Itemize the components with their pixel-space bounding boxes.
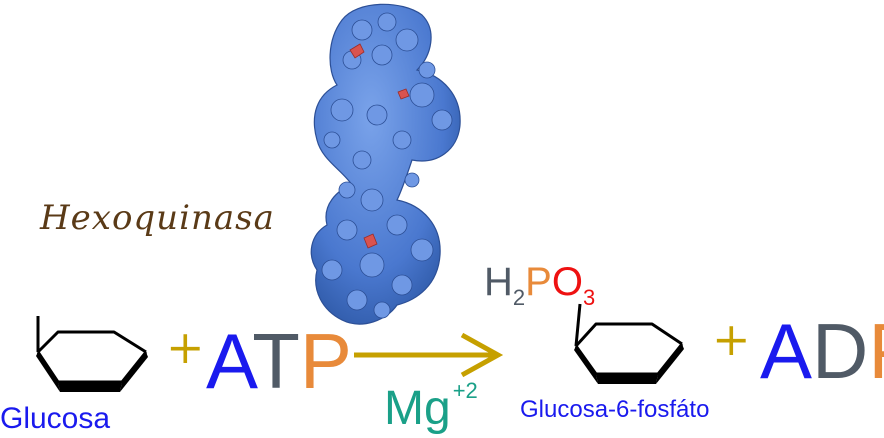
phosphate-group-label: H2PO3 (484, 260, 595, 309)
adp-letter-d: D (812, 307, 869, 395)
cofactor-mg-label: Mg+2 (384, 380, 478, 433)
plus-sign-reactants: + (166, 320, 205, 374)
hexokinase-protein-image (310, 3, 461, 325)
phosphate-p: P (525, 260, 552, 304)
phosphate-h: H (484, 260, 513, 304)
glucose-6-phosphate-ring-structure (574, 303, 684, 384)
phosphate-h-subscript: 2 (512, 285, 526, 310)
atp-letter-a: A (206, 317, 253, 405)
adp-label: ADP (760, 312, 884, 390)
plus-sign-products: + (712, 312, 751, 366)
enzyme-name-label: Hexoquinasa (40, 198, 275, 238)
glucose-label: Glucosa (0, 402, 111, 435)
phosphate-o-subscript: 3 (582, 285, 596, 310)
cofactor-charge: +2 (452, 378, 478, 403)
glucose-ring-structure (36, 316, 148, 392)
reaction-arrow-icon (354, 332, 504, 378)
adp-letter-a: A (760, 307, 813, 395)
adp-letter-p: P (868, 307, 884, 395)
atp-letter-p: P (299, 317, 352, 405)
atp-label: ATP (206, 322, 352, 400)
atp-letter-t: T (252, 317, 300, 405)
cofactor-symbol: Mg (384, 382, 451, 435)
glucose-6-phosphate-label: Glucosa-6-fosfáto (520, 396, 710, 423)
phosphate-o: O (551, 260, 583, 304)
